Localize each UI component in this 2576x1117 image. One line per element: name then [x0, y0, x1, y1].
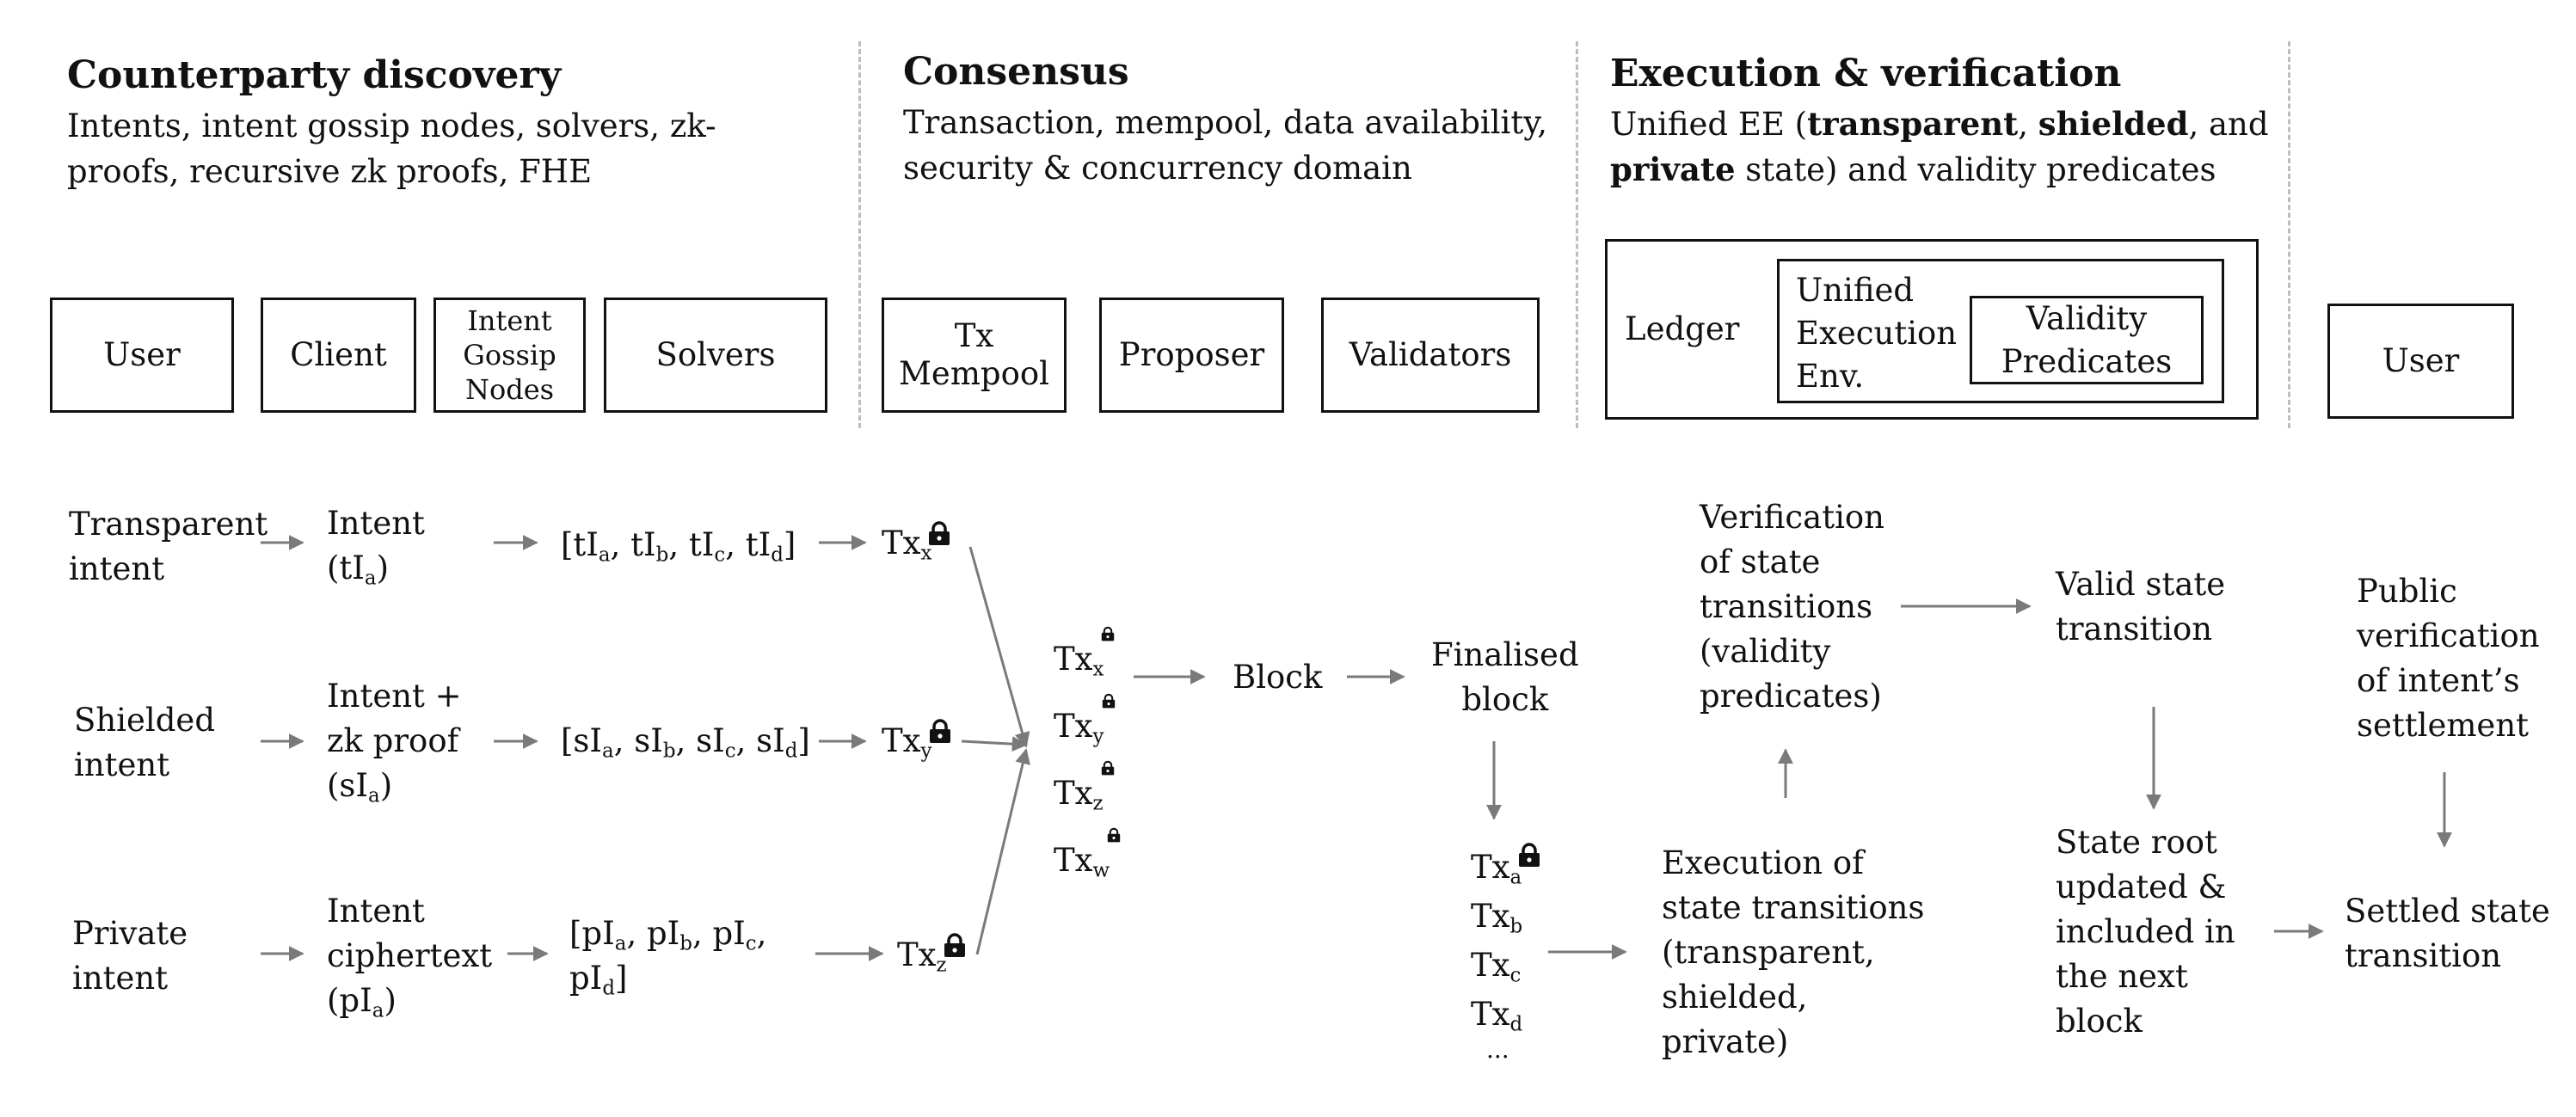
- arrow: [975, 748, 1030, 955]
- section-desc-counterparty-discovery: Intents, intent gossip nodes, solvers, z…: [67, 107, 716, 190]
- lock-icon: [944, 933, 965, 957]
- section-desc-consensus: Transaction, mempool, data availability,…: [903, 104, 1547, 187]
- validators-box: Validators: [1321, 298, 1540, 413]
- tx-z-node: Txz: [897, 933, 968, 978]
- lock-icon: [1107, 827, 1121, 843]
- client-box: Client: [261, 298, 416, 413]
- unified-execution-env-box: [1777, 259, 2224, 403]
- lock-icon: [1102, 626, 1115, 641]
- private-intent-batch: [pIa, pIb, pIc, pId]: [569, 915, 767, 1000]
- ledger-label: Ledger: [1625, 310, 1740, 347]
- block-tx: Txd: [1471, 996, 1523, 1036]
- ledger-box: [1605, 239, 2259, 420]
- transparent-intent-batch: [tIa, tIb, tIc, tId]: [561, 526, 796, 567]
- mempool-tx: Txz: [1054, 760, 1122, 827]
- arrow: [968, 546, 1030, 748]
- mempool-tx: Txy: [1054, 693, 1122, 760]
- section-title-execution-verification: Execution & verification: [1610, 52, 2122, 95]
- shielded-intent-node: Intent +zk proof (sIa): [327, 678, 462, 807]
- section-desc-execution-verification: Unified EE (transparent, shielded, and p…: [1610, 105, 2269, 188]
- block-tx: Txa: [1471, 843, 1542, 892]
- mempool-tx: Txw: [1054, 827, 1122, 894]
- block-tx-ellipsis: ...: [1486, 1035, 1509, 1064]
- section-separator: [2288, 41, 2290, 428]
- section-title-counterparty-discovery: Counterparty discovery: [67, 53, 562, 97]
- block-tx-list: Txa Txb Txc Txd: [1471, 843, 1542, 1039]
- block-tx: Txb: [1471, 898, 1523, 938]
- section-title-consensus: Consensus: [903, 50, 1129, 94]
- proposer-box: Proposer: [1099, 298, 1284, 413]
- user-box: User: [50, 298, 234, 413]
- lock-icon: [929, 719, 950, 743]
- block-tx: Txc: [1471, 947, 1522, 987]
- mempool-tx-list: Txx Txy Txz Txw: [1054, 626, 1122, 894]
- lock-icon: [1102, 693, 1115, 709]
- solvers-box: Solvers: [604, 298, 827, 413]
- tx-x-node: Txx: [882, 521, 952, 566]
- arrow: [961, 736, 1028, 752]
- tx-y-node: Txy: [882, 719, 953, 764]
- lock-icon: [1519, 843, 1540, 867]
- user-end-box: User: [2327, 304, 2514, 419]
- mempool-tx: Txx: [1054, 626, 1122, 693]
- shielded-intent-batch: [sIa, sIb, sIc, sId]: [561, 722, 810, 763]
- transparent-intent-node: Intent (tIa): [327, 505, 425, 590]
- lock-icon: [929, 521, 950, 545]
- section-separator: [1576, 41, 1578, 428]
- lock-icon: [1101, 760, 1114, 776]
- block-node: Block: [1233, 659, 1323, 696]
- section-separator: [858, 41, 861, 428]
